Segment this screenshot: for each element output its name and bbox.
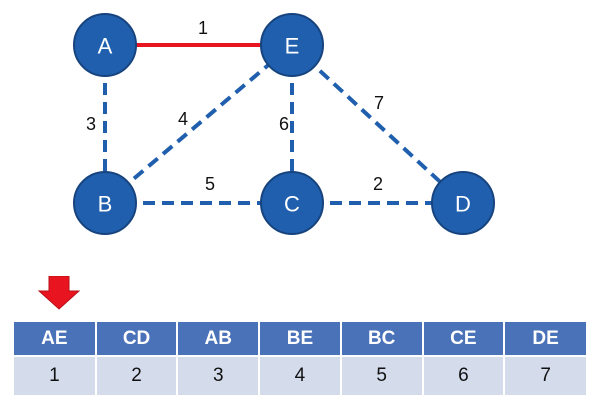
table-row: 1 2 3 4 5 6 7 [14,355,586,395]
edge-weight-be: 4 [178,109,188,129]
table-cell: 5 [340,355,424,395]
node-a-label: A [98,34,113,59]
table-cell: 3 [177,355,261,395]
edge-be [103,43,294,205]
edge-weight-ce: 6 [279,114,289,134]
table-cell: 1 [14,355,97,395]
table-cell: 4 [259,355,342,395]
table-header-row: AE CD AB BE BC CE DE [14,322,586,356]
node-b: B [73,171,137,235]
column-header: BE [259,322,342,356]
node-c: C [260,171,324,235]
weighted-graph: 1 2 3 4 5 6 7 A E B C D [73,13,495,235]
edge-weight-bc: 5 [205,174,215,194]
edge-weight-ae: 1 [198,18,208,38]
table-cell: 7 [504,355,586,395]
node-a: A [73,13,137,77]
edge-weight-de: 7 [374,93,384,113]
node-e-label: E [285,34,300,59]
edge-weight-table: AE CD AB BE BC CE DE 1 2 3 4 5 6 7 [14,322,586,395]
column-header: BC [340,322,424,356]
edge-de [290,43,465,205]
column-header: CD [95,322,179,356]
down-arrow-icon [38,276,80,310]
node-d: D [431,171,495,235]
column-header: AB [177,322,261,356]
edge-weight-ab: 3 [86,114,96,134]
table-cell: 2 [95,355,179,395]
node-c-label: C [284,192,300,217]
edge-weight-cd: 2 [373,174,383,194]
column-header: AE [14,322,97,356]
node-e: E [260,13,324,77]
node-b-label: B [98,192,113,217]
column-header: CE [422,322,506,356]
node-d-label: D [455,192,471,217]
column-header: DE [504,322,586,356]
table-cell: 6 [422,355,506,395]
